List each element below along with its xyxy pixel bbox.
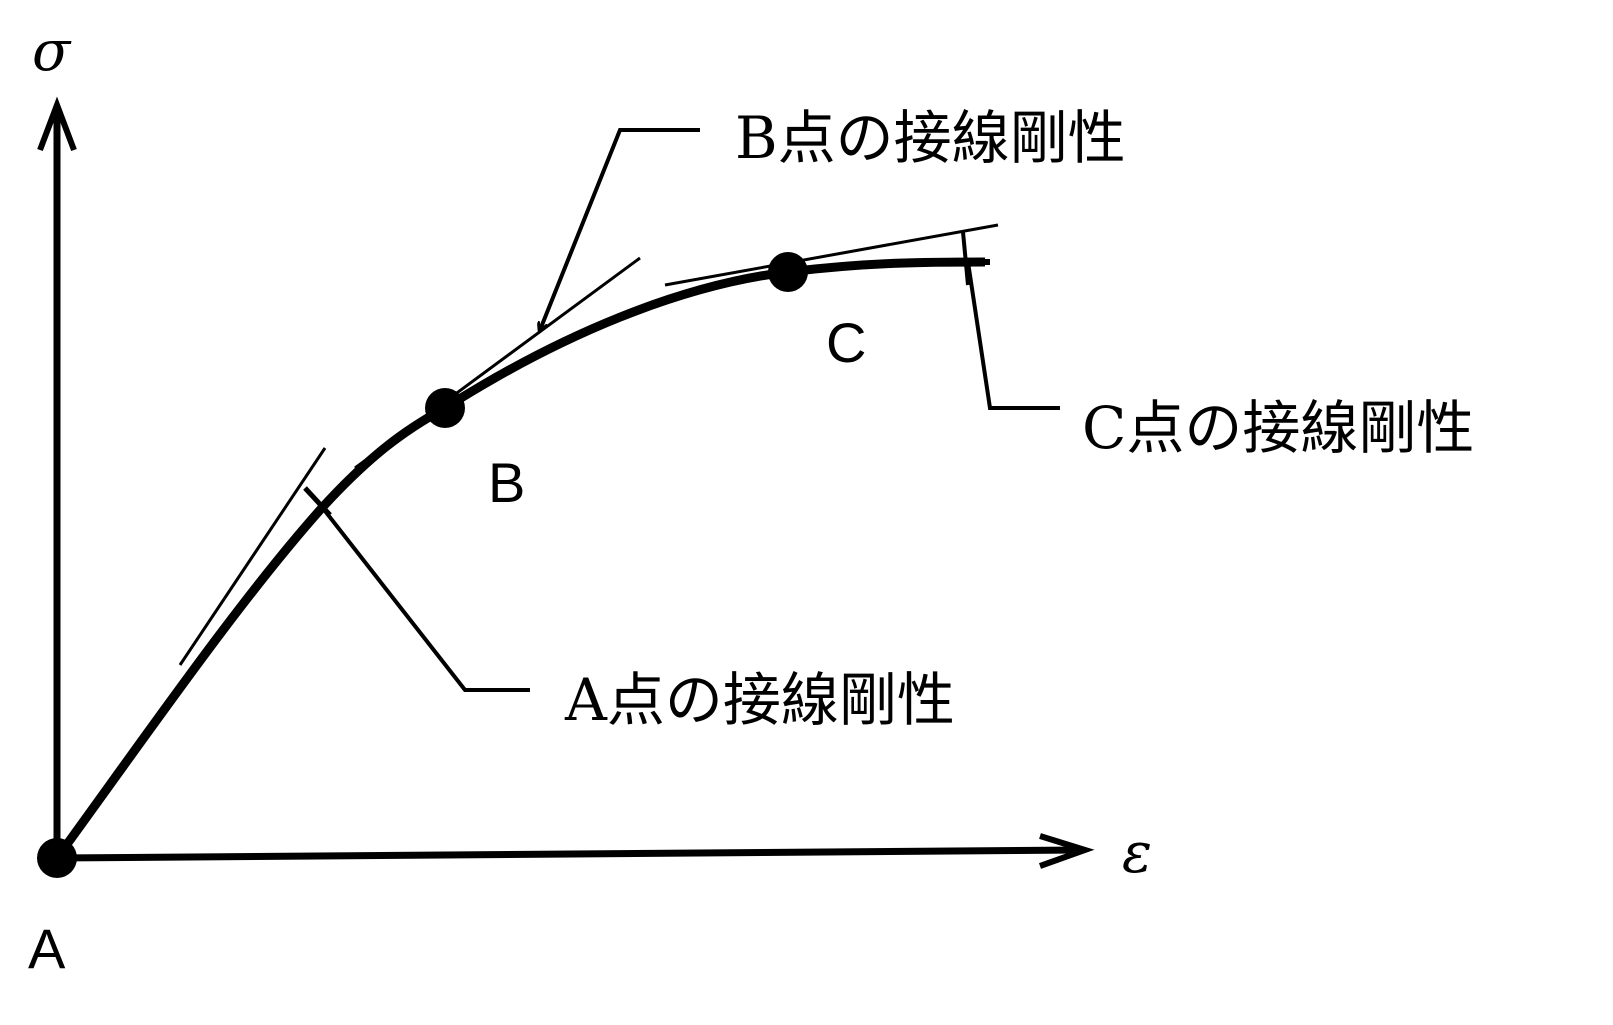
tangent-line-a	[178, 447, 327, 666]
y-axis-arrow-icon	[37, 96, 77, 152]
tangent-line-c	[664, 223, 999, 287]
point-a-marker	[37, 838, 77, 878]
x-axis-label: ε	[1122, 821, 1152, 886]
y-axis-label: σ	[32, 19, 72, 84]
point-b-marker	[425, 388, 465, 428]
point-c-label: C	[826, 311, 866, 374]
annotation-c-tangent: C点の接線剛性	[1082, 394, 1474, 462]
point-b-label: B	[488, 451, 525, 514]
leader-b	[540, 128, 700, 330]
annotation-b-tangent: B点の接線剛性	[735, 104, 1126, 172]
leader-a-line	[316, 500, 530, 692]
point-a-label: A	[28, 917, 66, 980]
x-axis	[56, 846, 1081, 862]
x-axis-arrow-icon	[1038, 833, 1095, 869]
leader-c-tick2	[961, 231, 970, 286]
annotation-a-tangent: A点の接線剛性	[564, 666, 955, 734]
point-c-marker	[768, 252, 808, 292]
leader-c-line	[966, 261, 1060, 410]
tangent-line-b	[354, 256, 641, 470]
